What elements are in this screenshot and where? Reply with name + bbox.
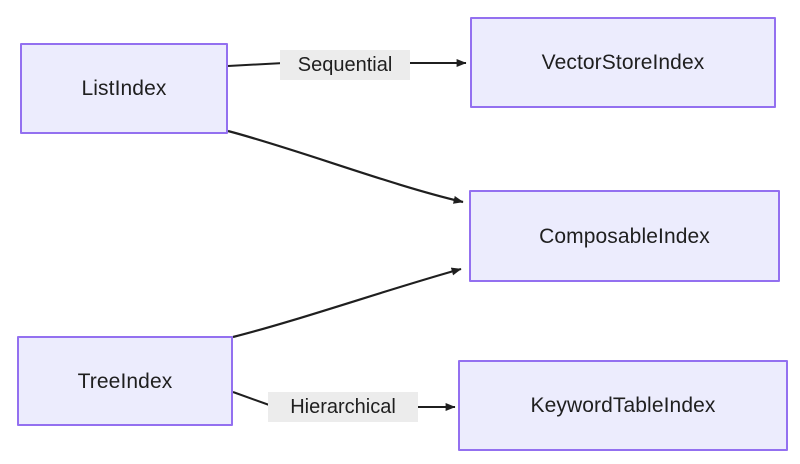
node-keywordtableindex[interactable]: KeywordTableIndex xyxy=(458,360,788,451)
edge-listindex-to-vectorstoreindex-stub xyxy=(227,62,285,67)
edge-treeindex-to-keywordtableindex-stub xyxy=(232,391,273,407)
node-vectorstoreindex-label: VectorStoreIndex xyxy=(541,51,705,74)
node-vectorstoreindex[interactable]: VectorStoreIndex xyxy=(470,17,776,108)
node-keywordtableindex-label: KeywordTableIndex xyxy=(530,394,716,417)
node-treeindex[interactable]: TreeIndex xyxy=(17,336,233,426)
edge-listindex-to-composableindex xyxy=(227,129,464,204)
node-listindex[interactable]: ListIndex xyxy=(20,43,228,134)
node-treeindex-label: TreeIndex xyxy=(77,369,173,393)
node-listindex-label: ListIndex xyxy=(81,77,167,100)
edge-treeindex-to-composableindex xyxy=(232,267,462,339)
node-composableindex[interactable]: ComposableIndex xyxy=(469,190,780,282)
edge-label-hierarchical: Hierarchical xyxy=(268,392,418,422)
node-composableindex-label: ComposableIndex xyxy=(539,224,710,248)
edge-label-sequential: Sequential xyxy=(280,50,410,80)
